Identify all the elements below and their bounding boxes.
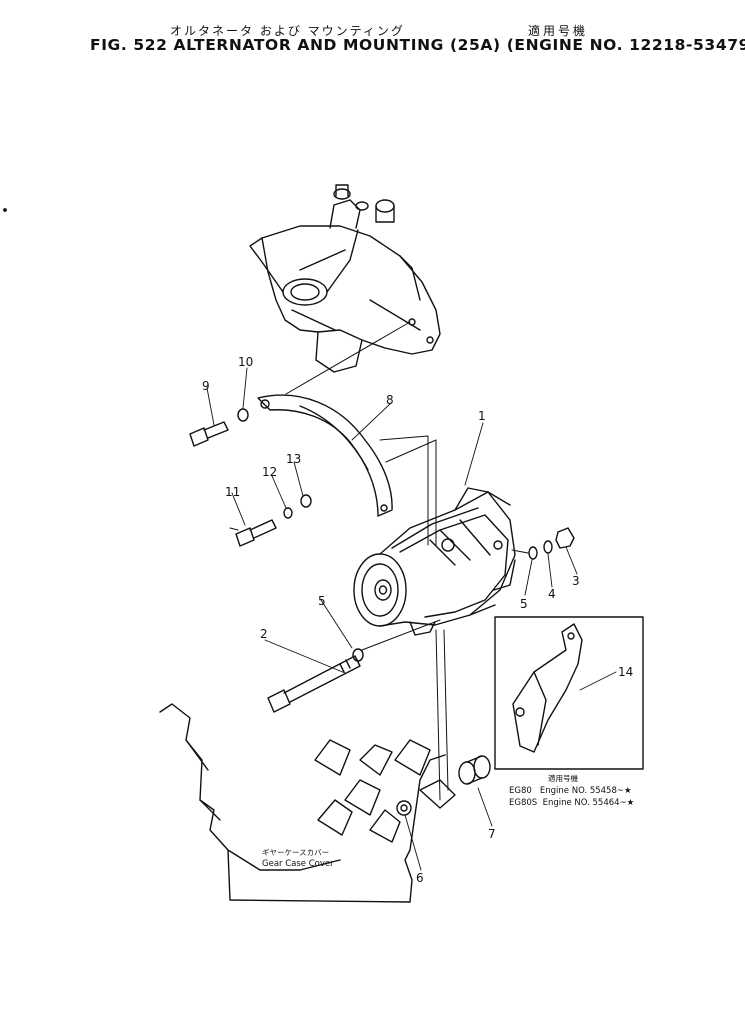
assembly-lines [229, 321, 529, 801]
callout-3: 3 [572, 574, 580, 588]
washer-5-right [528, 546, 538, 560]
washer-13 [300, 494, 312, 508]
title-japanese: オルタネータ および マウンティング [170, 24, 405, 38]
inset-text: 適用号機 EG80 Engine NO. 55458~★ EG80S Engin… [509, 773, 635, 808]
figure-title: FIG. 522 ALTERNATOR AND MOUNTING (25A) (… [90, 36, 745, 54]
lock-washer-4 [543, 540, 553, 554]
callout-2: 2 [260, 627, 268, 641]
callout-13: 13 [286, 452, 301, 466]
water-pump-housing [249, 184, 441, 373]
washer-12 [283, 507, 293, 519]
spacer-7 [458, 755, 491, 785]
callout-numbers: 1 2 3 4 5 5 5 6 7 8 9 10 11 12 13 14 [202, 355, 633, 885]
cover-bracket-14 [512, 623, 583, 753]
callout-12: 12 [262, 465, 277, 479]
gear-case-label-en: Gear Case Cover [262, 859, 334, 869]
bolt-11 [235, 519, 277, 547]
washer-10 [237, 408, 249, 422]
inset-row-eg80: EG80 Engine NO. 55458~★ [509, 786, 632, 796]
gear-case-label-jp: ギヤーケースカバー [262, 848, 329, 857]
callout-6: 6 [416, 871, 424, 885]
callout-11: 11 [225, 485, 240, 499]
gear-case-cover [159, 703, 456, 903]
inset-frame [494, 616, 644, 770]
callout-5-left: 5 [318, 594, 326, 608]
stray-dot [3, 208, 7, 212]
bolt-9 [189, 421, 229, 447]
callout-9: 9 [202, 379, 210, 393]
leader-lines [206, 367, 617, 871]
inset-row-eg80s: EG80S Engine NO. 55464~★ [509, 798, 635, 808]
gear-case-label: ギヤーケースカバー Gear Case Cover [262, 848, 334, 869]
bolt-2 [267, 655, 361, 713]
nut-3 [555, 527, 575, 549]
callout-7: 7 [488, 827, 496, 841]
alternator [353, 487, 516, 636]
callout-10: 10 [238, 355, 253, 369]
callout-8: 8 [386, 393, 394, 407]
callout-1: 1 [478, 409, 486, 423]
adjusting-brace [257, 394, 393, 517]
callout-5-right: 5 [520, 597, 528, 611]
callout-14: 14 [618, 665, 633, 679]
inset-header: 適用号機 [548, 773, 578, 783]
applicability-japanese: 適用号機 [528, 24, 589, 38]
washer-5-left [352, 648, 364, 662]
callout-4: 4 [548, 587, 556, 601]
